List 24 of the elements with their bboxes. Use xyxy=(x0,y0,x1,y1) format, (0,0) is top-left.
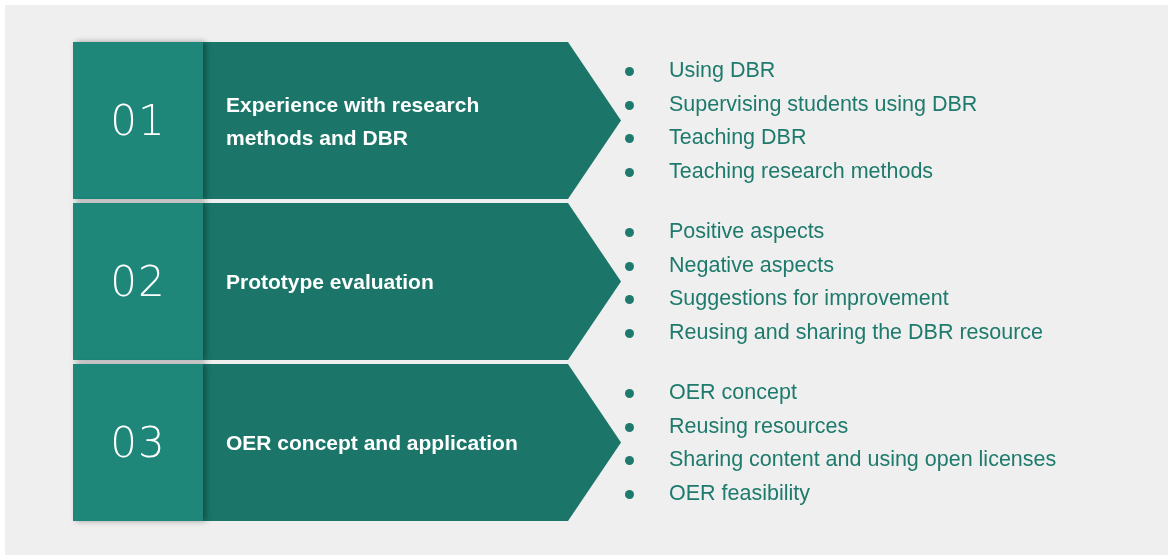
bullet-item: Sharing content and using open licenses xyxy=(625,443,1057,478)
bullet-item: Suggestions for improvement xyxy=(625,282,1044,317)
number-box xyxy=(73,42,203,199)
bullet-item: Positive aspects xyxy=(625,215,1044,249)
bullet-item: OER feasibility xyxy=(625,477,1057,511)
bullet-item: Negative aspects xyxy=(625,248,1044,283)
chevron-shape xyxy=(203,203,621,360)
bullet-item: Reusing and sharing the DBR resource xyxy=(625,316,1044,350)
chevron-shape xyxy=(203,364,621,521)
step-number: 03 xyxy=(110,418,166,467)
step-number: 01 xyxy=(110,96,166,145)
bullet-item: Teaching research methods xyxy=(625,155,978,189)
number-box xyxy=(73,203,203,360)
bullet-item: Reusing resources xyxy=(625,409,1057,444)
bullet-item: Teaching DBR xyxy=(625,121,978,156)
step-title: Prototype evaluation xyxy=(226,269,434,295)
chevron-shape xyxy=(203,42,621,199)
step-number: 02 xyxy=(110,257,166,306)
bullet-item: Using DBR xyxy=(625,54,978,88)
bullet-item: OER concept xyxy=(625,376,1057,410)
step-title: OER concept and application xyxy=(226,430,518,456)
step-title: Experience with research methods and DBR xyxy=(226,91,481,151)
number-box xyxy=(73,364,203,521)
bullet-item: Supervising students using DBR xyxy=(625,87,978,122)
